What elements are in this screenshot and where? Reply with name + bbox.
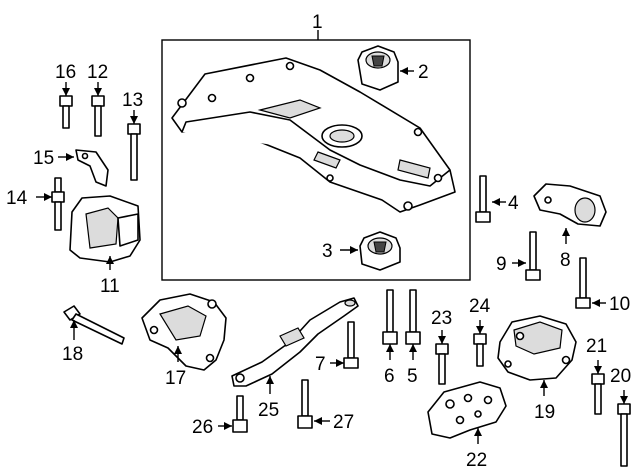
mount-part-19[interactable] <box>497 315 577 381</box>
callout-3: 3 <box>322 241 333 262</box>
bolt-part-27[interactable] <box>297 379 313 429</box>
bushing-upper-part-2[interactable] <box>357 45 399 91</box>
bolt-part-12[interactable] <box>91 95 105 137</box>
bolt-part-7[interactable] <box>343 321 359 369</box>
mount-part-17[interactable] <box>141 293 227 371</box>
callout-17: 17 <box>165 368 186 389</box>
callout-4: 4 <box>508 193 519 214</box>
bolt-part-16[interactable] <box>59 95 73 129</box>
bracket-part-22[interactable] <box>427 381 507 439</box>
callout-26: 26 <box>192 417 213 438</box>
bolt-part-24[interactable] <box>473 333 487 367</box>
callout-19: 19 <box>534 402 555 423</box>
callout-11: 11 <box>100 276 120 297</box>
subframe-part-1[interactable] <box>171 57 456 213</box>
callout-1: 1 <box>312 12 323 33</box>
callout-23: 23 <box>431 308 452 329</box>
callout-13: 13 <box>122 90 143 111</box>
callout-15: 15 <box>33 148 54 169</box>
bolt-part-18[interactable] <box>63 305 125 345</box>
bolt-part-23[interactable] <box>435 343 449 385</box>
callout-6: 6 <box>384 366 395 387</box>
callout-12: 12 <box>87 62 108 83</box>
bracket-part-15[interactable] <box>75 149 109 187</box>
callout-9: 9 <box>496 254 507 275</box>
callout-7: 7 <box>315 354 326 375</box>
bracket-part-8[interactable] <box>533 183 607 227</box>
callout-21: 21 <box>586 336 607 357</box>
callout-22: 22 <box>466 450 487 471</box>
callout-5: 5 <box>407 366 418 387</box>
callout-27: 27 <box>333 412 354 433</box>
callout-10: 10 <box>609 294 630 315</box>
callout-20: 20 <box>610 366 631 387</box>
callout-25: 25 <box>258 400 279 421</box>
subframe-detail-frame <box>161 39 471 281</box>
callout-16: 16 <box>55 62 76 83</box>
bolt-part-9[interactable] <box>525 231 541 281</box>
callout-2: 2 <box>418 62 429 83</box>
bolt-part-21[interactable] <box>591 373 605 415</box>
bolt-part-20[interactable] <box>617 403 631 467</box>
bolt-part-26[interactable] <box>232 395 248 433</box>
callout-24: 24 <box>469 296 491 317</box>
mount-part-11[interactable] <box>69 195 141 263</box>
bolt-part-10[interactable] <box>575 257 591 309</box>
callout-14: 14 <box>6 188 28 209</box>
callout-8: 8 <box>560 250 571 271</box>
bushing-lower-part-3[interactable] <box>359 231 401 271</box>
stud-part-14[interactable] <box>51 177 65 231</box>
bolt-part-4[interactable] <box>475 175 491 223</box>
callout-18: 18 <box>62 344 83 365</box>
bolt-part-13[interactable] <box>127 123 141 181</box>
torque-rod-part-25[interactable] <box>231 297 359 387</box>
bolt-part-6[interactable] <box>382 289 398 345</box>
bolt-part-5[interactable] <box>405 289 421 345</box>
